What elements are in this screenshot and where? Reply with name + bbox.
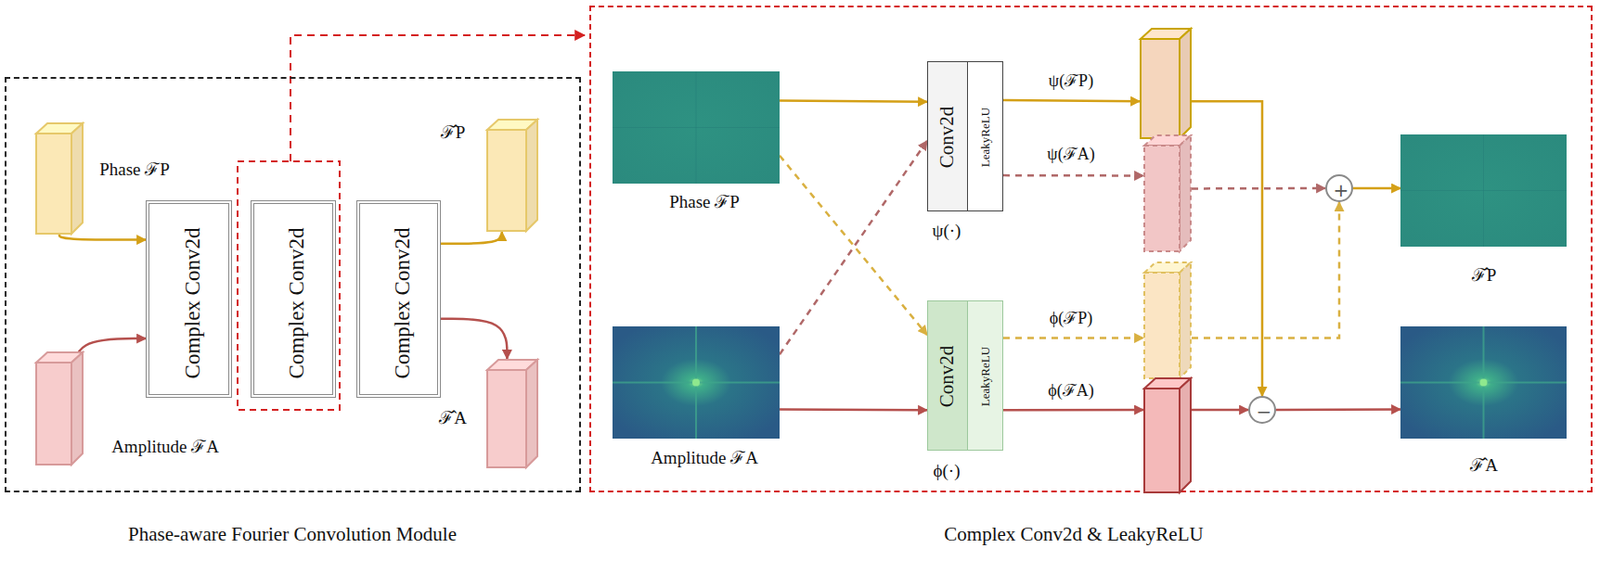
connector-arrow bbox=[1191, 409, 1249, 413]
node-label: ϕ(ℱP) bbox=[1049, 309, 1093, 329]
connector-arrow bbox=[1191, 101, 1263, 397]
feature-cube: ψ(ℱA) bbox=[1143, 134, 1192, 253]
amplitude-map: Amplitude ℱA bbox=[612, 326, 780, 439]
highlight-box bbox=[237, 161, 340, 411]
phase-cube: Phase ℱP bbox=[35, 122, 84, 235]
feature-cube: ϕ(ℱA) bbox=[1143, 377, 1192, 494]
zoom-arrow bbox=[290, 35, 585, 162]
feature-cube: ϕ(ℱP) bbox=[1143, 261, 1192, 380]
connector-arrow bbox=[440, 232, 503, 245]
connector-arrow bbox=[1003, 409, 1144, 413]
connector-arrow bbox=[1191, 202, 1340, 339]
feature-cube: ψ(ℱP) bbox=[1139, 27, 1192, 140]
box-label: Complex Conv2d bbox=[284, 227, 309, 379]
node-label: ϕ(·) bbox=[933, 462, 961, 482]
tensor-cube bbox=[1143, 261, 1192, 380]
node-label: Phase ℱP bbox=[99, 160, 170, 181]
node-label: Amplitude ℱA bbox=[650, 449, 759, 469]
tensor-cube bbox=[486, 118, 539, 233]
connector-arrow bbox=[1353, 187, 1401, 191]
phase-map: Phase ℱP bbox=[612, 71, 780, 184]
complex-conv-box: Complex Conv2d bbox=[145, 200, 233, 399]
box-label: LeakyReLU bbox=[979, 347, 993, 407]
amplitude-spectrum bbox=[1400, 326, 1567, 439]
amplitude-spectrum bbox=[612, 326, 780, 439]
node-label: ψ(·) bbox=[932, 221, 962, 242]
phi-conv-box: Conv2dLeakyReLUϕ(·) bbox=[927, 300, 1004, 452]
node-label: − bbox=[1256, 401, 1273, 423]
tensor-cube bbox=[1143, 377, 1192, 494]
complex-conv-box: Complex Conv2d bbox=[250, 200, 336, 399]
panel-caption: Complex Conv2d & LeakyReLU bbox=[943, 524, 1203, 546]
connector-arrow bbox=[1003, 100, 1140, 102]
panel-caption: Phase-aware Fourier Convolution Module bbox=[128, 524, 457, 546]
add-operator: + bbox=[1325, 174, 1354, 203]
node-label: ψ(ℱP) bbox=[1048, 72, 1094, 91]
tensor-cube bbox=[1143, 134, 1192, 253]
amplitude-cube: Amplitude ℱA bbox=[35, 351, 84, 466]
node-label: Amplitude ℱA bbox=[111, 438, 220, 458]
connector-arrow bbox=[1276, 408, 1401, 412]
connector-arrow bbox=[779, 155, 928, 336]
box-label: Conv2d bbox=[936, 106, 958, 169]
box-label: Complex Conv2d bbox=[390, 227, 414, 379]
node-label: + bbox=[1333, 180, 1350, 201]
phase-output-map: ℱ̂P bbox=[1400, 134, 1567, 247]
subtract-operator: − bbox=[1248, 396, 1277, 425]
amplitude-output-cube: ℱ̂A bbox=[486, 359, 539, 469]
phase-output-cube: ℱ̂P bbox=[486, 118, 539, 233]
connector-arrow bbox=[1191, 187, 1326, 191]
box-label: Conv2d bbox=[936, 346, 958, 409]
tensor-cube bbox=[35, 351, 84, 466]
node-label: Phase ℱP bbox=[669, 193, 740, 213]
node-label: ℱ̂A bbox=[438, 409, 467, 429]
tensor-cube bbox=[1139, 27, 1192, 140]
connector-arrow bbox=[74, 338, 146, 381]
box-label: LeakyReLU bbox=[979, 107, 993, 168]
node-label: ψ(ℱA) bbox=[1046, 145, 1095, 165]
connector-arrow bbox=[59, 234, 146, 241]
amplitude-output-map: ℱ̂A bbox=[1400, 326, 1567, 439]
module-panel: Phase-aware Fourier Convolution ModulePh… bbox=[4, 77, 581, 493]
connector-arrow bbox=[779, 141, 928, 355]
connector-arrow bbox=[440, 319, 507, 360]
tensor-cube bbox=[35, 122, 84, 235]
box-label: Complex Conv2d bbox=[180, 227, 205, 379]
detail-panel: Complex Conv2d & LeakyReLUPhase ℱPAmplit… bbox=[589, 5, 1593, 493]
complex-conv-box: Complex Conv2d bbox=[356, 200, 441, 399]
connector-arrow bbox=[1003, 336, 1144, 340]
node-label: ℱ̂A bbox=[1470, 456, 1498, 477]
connector-arrow bbox=[779, 100, 928, 102]
node-label: ℱ̂P bbox=[1471, 266, 1497, 286]
connector-arrow bbox=[1003, 174, 1144, 178]
connector-arrow bbox=[779, 408, 928, 412]
node-label: ℱ̂P bbox=[440, 123, 466, 143]
tensor-cube bbox=[486, 359, 539, 469]
psi-conv-box: Conv2dLeakyReLUψ(·) bbox=[927, 61, 1004, 212]
node-label: ϕ(ℱA) bbox=[1047, 382, 1094, 401]
phase-spectrum bbox=[612, 71, 780, 184]
phase-spectrum bbox=[1400, 134, 1567, 247]
